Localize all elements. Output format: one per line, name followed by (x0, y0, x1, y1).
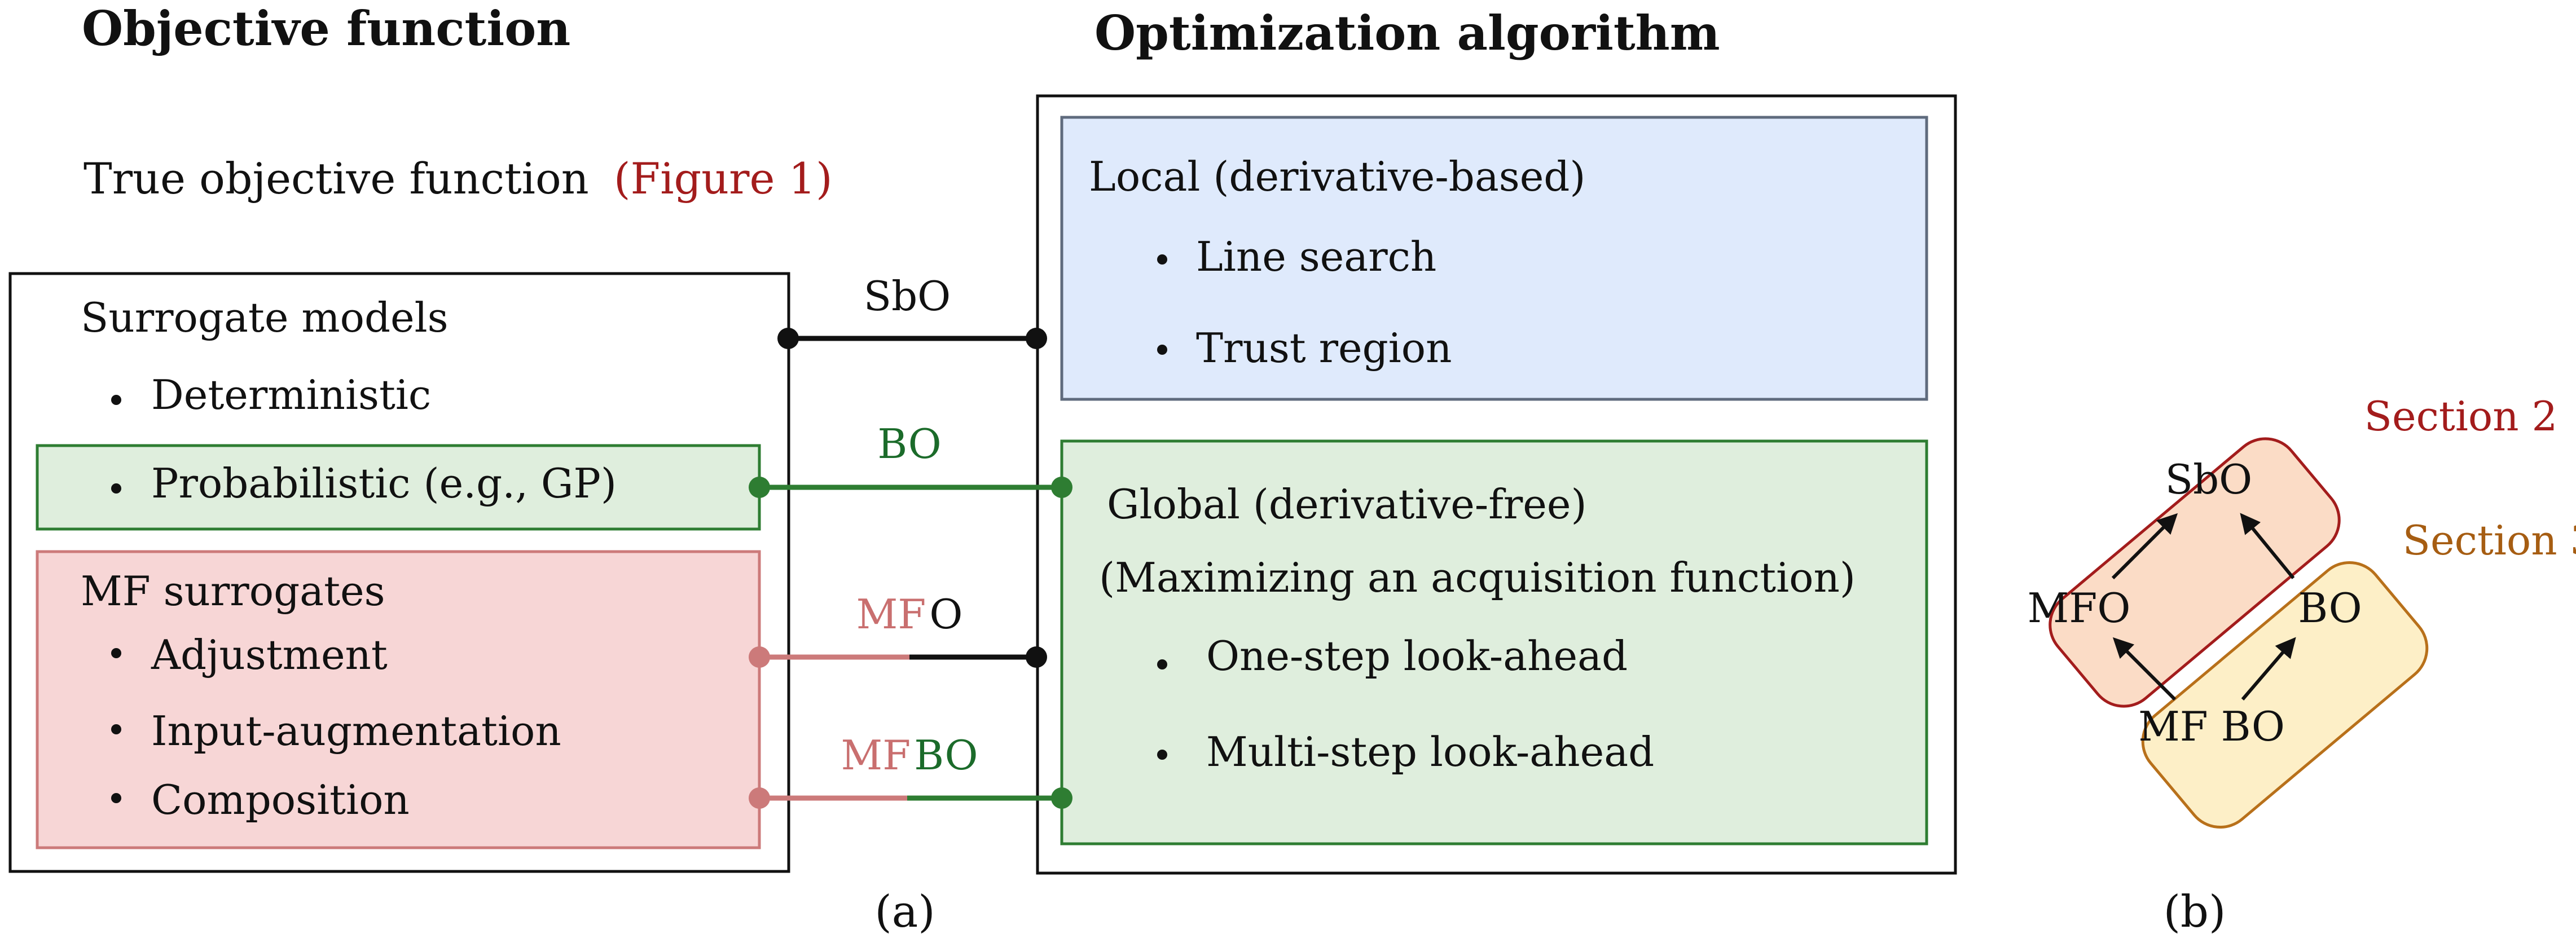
mfbo-connector-label: MFBO (841, 732, 978, 779)
mfo-label-o: O (929, 591, 962, 638)
mfo-connector-right-dot (1026, 646, 1047, 668)
bullet-dot (111, 648, 121, 658)
mfo-label-mf: MF (856, 591, 926, 638)
mf-surrogates-title: MF surrogates (81, 567, 385, 615)
section-2-label: Section 2 (2364, 393, 2558, 440)
probabilistic-box (36, 444, 761, 531)
surrogate-models-title: Surrogate models (81, 294, 449, 341)
node-bo: BO (2298, 584, 2362, 632)
panel-a-caption: (a) (874, 887, 935, 937)
global-subtitle: (Maximizing an acquisition function) (1099, 554, 1856, 601)
global-item-multi-step: Multi-step look-ahead (1206, 728, 1654, 776)
node-mfbo: MF BO (2138, 703, 2285, 750)
local-item-line-search: Line search (1196, 233, 1436, 280)
bullet-dot (1157, 750, 1167, 760)
true-objective-label: True objective function (83, 153, 589, 204)
mfbo-connector-right-dot (1051, 787, 1072, 809)
bullet-dot (1157, 345, 1167, 355)
true-objective-text: True objective function (Figure 1) (83, 153, 833, 204)
sbo-connector-left-dot (777, 328, 799, 349)
bullet-dot (111, 793, 121, 803)
local-box (1060, 116, 1928, 401)
panel-b-caption: (b) (2164, 887, 2226, 937)
bullet-dot (1157, 254, 1167, 265)
section-3-label: Section 3 (2403, 517, 2576, 564)
surrogate-item-probabilistic: Probabilistic (e.g., GP) (151, 460, 617, 507)
arrow-mfbo-to-bo (2241, 637, 2296, 701)
mf-surrogates-box (36, 550, 761, 849)
bo-connector-right-dot (1051, 477, 1072, 498)
node-mfo: MFO (2028, 584, 2131, 632)
bullet-dot (111, 395, 121, 405)
node-sbo: SbO (2165, 456, 2252, 503)
bullet-dot (1157, 659, 1167, 669)
bo-connector-label: BO (877, 420, 941, 468)
global-title: Global (derivative-free) (1107, 481, 1587, 528)
sbo-connector-right-dot (1026, 328, 1047, 349)
global-item-one-step: One-step look-ahead (1206, 632, 1628, 680)
bo-connector-left-dot (749, 477, 770, 498)
mf-item-composition: Composition (151, 776, 410, 823)
mfo-connector-left-dot (749, 646, 770, 668)
surrogate-item-deterministic: Deterministic (151, 371, 431, 419)
sbo-connector-label: SbO (864, 272, 951, 320)
mfo-connector-label: MFO (856, 591, 963, 638)
arrow-bo-to-sbo (2240, 513, 2295, 579)
local-title: Local (derivative-based) (1089, 153, 1586, 200)
local-item-trust-region: Trust region (1196, 324, 1452, 372)
figure-1-reference: (Figure 1) (614, 153, 833, 204)
mfbo-connector-left-dot (749, 787, 770, 809)
mfbo-label-bo: BO (914, 732, 978, 779)
arrow-mfo-to-sbo (2111, 513, 2178, 580)
global-box (1060, 439, 1928, 845)
bullet-dot (111, 724, 121, 734)
optimization-algorithm-title: Optimization algorithm (1094, 5, 1720, 61)
mf-item-adjustment: Adjustment (151, 631, 388, 679)
section-3-box (2141, 561, 2429, 829)
arrow-mfbo-to-mfo (2112, 637, 2177, 701)
mfbo-label-mf: MF (841, 732, 911, 779)
mf-item-input-augmentation: Input-augmentation (151, 707, 561, 755)
bullet-dot (111, 483, 121, 494)
objective-function-title: Objective function (82, 1, 570, 56)
